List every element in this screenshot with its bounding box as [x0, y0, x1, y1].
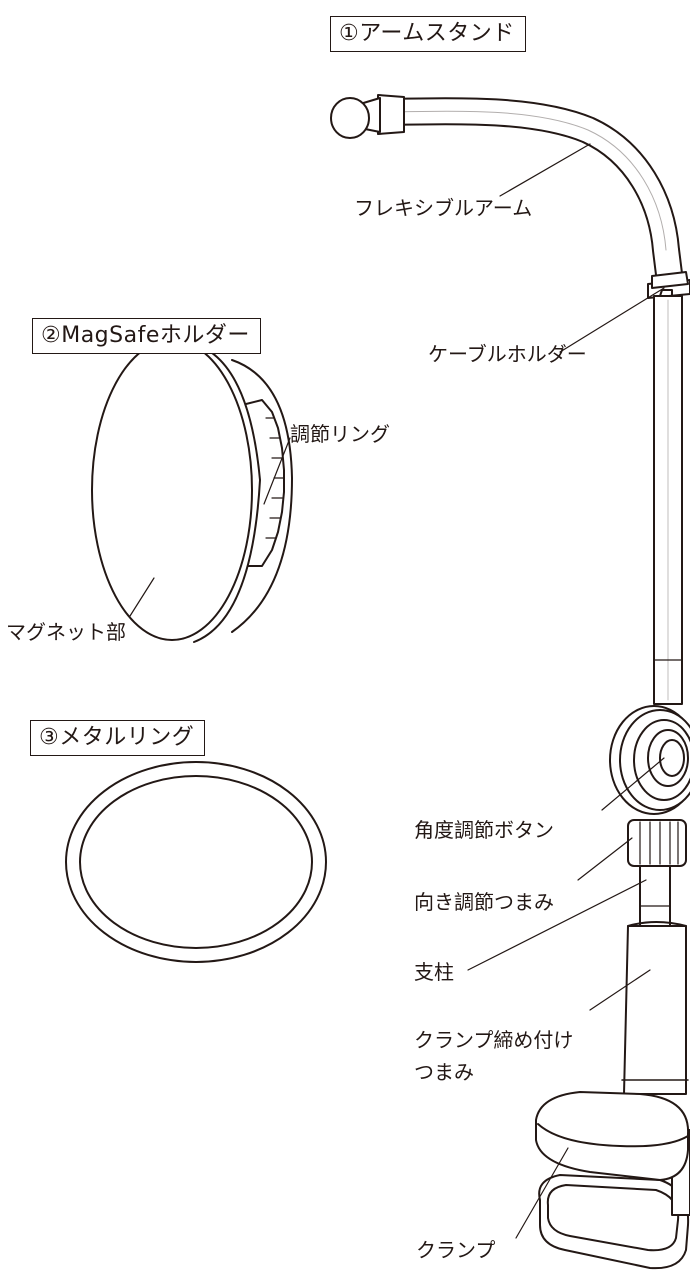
label-magnet-part: マグネット部 [6, 620, 126, 644]
label-cable-holder: ケーブルホルダー [428, 342, 587, 366]
clamp-tightening-knob [621, 921, 689, 1095]
label-clamp-knob-line2: つまみ [414, 1060, 474, 1084]
leader-lines [129, 143, 665, 1239]
label-clamp-knob-line1: クランプ締め付け [414, 1028, 574, 1052]
cable-holder [647, 271, 690, 299]
direction-knob [627, 819, 687, 867]
upper-pole [653, 295, 683, 705]
metal-ring-title: ③メタルリング [30, 720, 206, 756]
label-direction-knob: 向き調節つまみ [414, 890, 554, 914]
magsafe-holder-title: ②MagSafeホルダー [32, 318, 261, 354]
label-pillar: 支柱 [414, 960, 454, 984]
flexible-arm [378, 97, 684, 296]
arm-tip-ball [330, 94, 405, 139]
clamp [535, 1091, 690, 1270]
label-angle-button: 角度調節ボタン [414, 818, 554, 842]
label-clamp: クランプ [416, 1238, 496, 1262]
magsafe-holder [91, 339, 293, 643]
lower-pole [639, 865, 671, 927]
arm-stand-title: ①アームスタンド [330, 16, 526, 52]
metal-ring [65, 761, 327, 963]
label-adjust-ring: 調節リング [290, 422, 390, 446]
angle-adjust-joint [609, 705, 690, 815]
label-flexible-arm: フレキシブルアーム [354, 196, 533, 220]
